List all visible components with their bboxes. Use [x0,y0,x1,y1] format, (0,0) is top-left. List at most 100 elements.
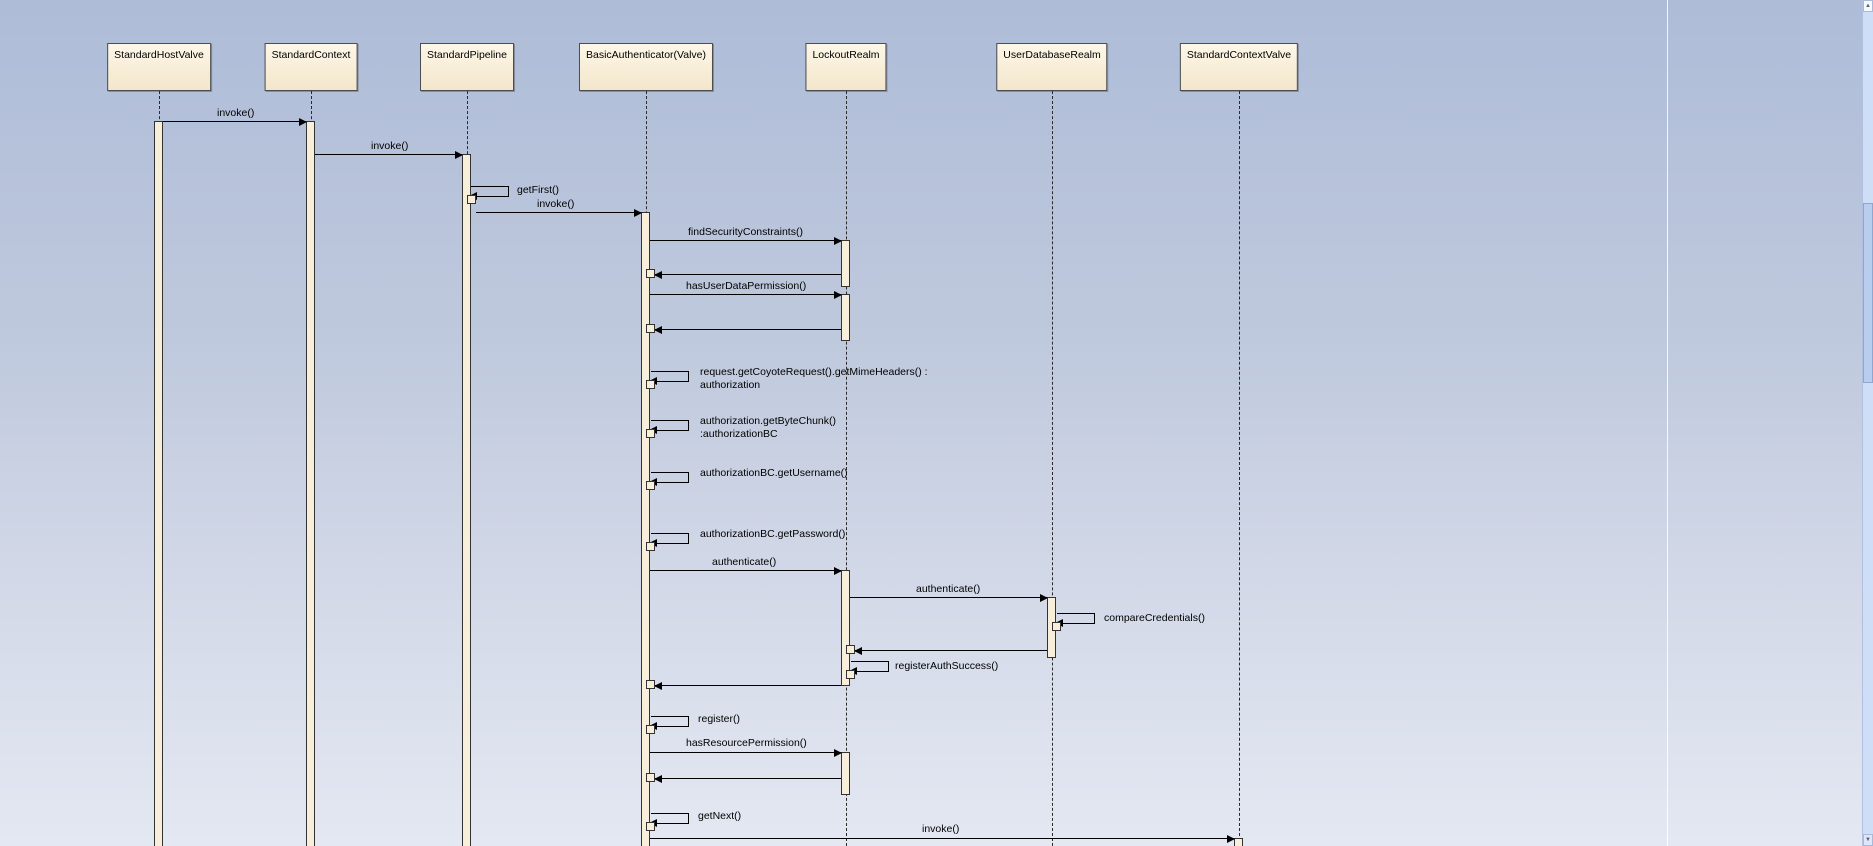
page-boundary-line [1667,0,1668,846]
activation-standard-host-valve[interactable] [154,121,163,846]
actor-standard-pipeline[interactable]: StandardPipeline [420,43,514,91]
message-label-getfirst[interactable]: getFirst() [517,184,559,196]
nested-activation-getmimeheaders[interactable] [646,380,655,389]
nested-activation-hasresource-return[interactable] [646,773,655,782]
self-message-getusername[interactable] [649,472,689,486]
message-label-invoke-pipeline-auth[interactable]: invoke() [537,198,575,210]
nested-activation-comparecredentials[interactable] [1052,622,1061,631]
activation-standard-pipeline[interactable] [462,154,471,846]
arrowhead-left-icon [654,682,662,690]
message-label-invoke-contextvalve[interactable]: invoke() [922,823,960,835]
nested-activation-findsecurity-return[interactable] [646,269,655,278]
message-arrow-authenticate-lockout[interactable] [650,567,842,575]
activation-basic-authenticator[interactable] [641,212,650,846]
vertical-scrollbar[interactable]: ▲ ▼ [1862,0,1873,846]
activation-standard-context[interactable] [306,121,315,846]
arrowhead-right-icon [834,237,842,245]
message-label-line: authorization.getByteChunk() [700,415,836,427]
message-arrow-hasresourcepermission[interactable] [650,749,842,757]
message-label-getbytechunk[interactable]: authorization.getByteChunk() :authorizat… [700,415,836,441]
scrollbar-thumb[interactable] [1863,203,1873,383]
message-label-hasresourcepermission[interactable]: hasResourcePermission() [686,737,807,749]
arrowhead-right-icon [834,291,842,299]
message-arrow-findsecurityconstraints[interactable] [650,237,842,245]
arrowhead-left-icon [654,775,662,783]
self-message-getpassword[interactable] [649,533,689,547]
self-message-getbytechunk[interactable] [649,420,689,434]
activation-lockout-authenticate[interactable] [841,570,850,686]
scroll-up-button[interactable]: ▲ [1863,0,1873,12]
nested-activation-hasuserdata-return[interactable] [646,324,655,333]
nested-activation-getnext[interactable] [646,822,655,831]
arrowhead-right-icon [299,118,307,126]
nested-activation-getfirst[interactable] [467,195,476,204]
arrowhead-right-icon [455,151,463,159]
message-arrow-invoke-context-pipeline[interactable] [315,151,463,159]
self-message-getfirst[interactable] [469,186,509,200]
self-message-registerauthsuccess[interactable] [849,661,889,675]
return-arrow-hasresourcepermission[interactable] [654,775,841,783]
actor-label: StandardHostValve [114,49,204,61]
message-arrow-invoke-pipeline-auth[interactable] [476,209,642,217]
return-arrow-authenticate-lockout[interactable] [654,682,841,690]
message-label-authenticate-lockout[interactable]: authenticate() [712,556,777,568]
activation-standard-context-valve[interactable] [1234,838,1243,846]
nested-activation-register[interactable] [646,725,655,734]
self-message-getnext[interactable] [649,813,689,827]
actor-lockout-realm[interactable]: LockoutRealm [805,43,887,91]
activation-lockout-hasuserdata[interactable] [841,294,850,341]
message-label-findsecurityconstraints[interactable]: findSecurityConstraints() [688,226,803,238]
scroll-down-button[interactable]: ▼ [1863,834,1873,846]
message-arrow-invoke-contextvalve[interactable] [650,835,1235,843]
nested-activation-getpassword[interactable] [646,542,655,551]
self-message-comparecredentials[interactable] [1055,613,1095,627]
message-label-getnext[interactable]: getNext() [698,810,742,822]
arrowhead-right-icon [834,567,842,575]
actor-user-database-realm[interactable]: UserDatabaseRealm [996,43,1108,91]
up-arrow-icon: ▲ [1865,3,1871,9]
actor-label: StandardContext [271,49,351,61]
message-label-getmimeheaders[interactable]: request.getCoyoteRequest().getMimeHeader… [700,366,928,392]
nested-activation-lockout-return[interactable] [646,680,655,689]
message-arrow-hasuserdatapermission[interactable] [650,291,842,299]
self-message-register[interactable] [649,716,689,730]
arrowhead-right-icon [1040,594,1048,602]
message-label-registerauthsuccess[interactable]: registerAuthSuccess() [895,660,999,672]
actor-standard-context[interactable]: StandardContext [264,43,358,91]
message-label-invoke-context-pipeline[interactable]: invoke() [371,140,409,152]
message-label-invoke-host-context[interactable]: invoke() [217,107,255,119]
actor-label: StandardPipeline [427,49,507,61]
message-label-getpassword[interactable]: authorizationBC.getPassword() [700,528,846,540]
return-arrow-findsecurityconstraints[interactable] [654,271,841,279]
down-arrow-icon: ▼ [1865,837,1871,843]
actor-label: UserDatabaseRealm [1003,49,1101,61]
activation-lockout-findsecurity[interactable] [841,240,850,287]
message-arrow-invoke-host-context[interactable] [163,118,307,126]
nested-activation-getusername[interactable] [646,481,655,490]
nested-activation-authenticate-return[interactable] [846,645,855,654]
self-message-getmimeheaders[interactable] [649,371,689,385]
lifeline-standard-context-valve [1239,91,1240,846]
message-label-getusername[interactable]: authorizationBC.getUsername() [700,467,848,479]
message-label-hasuserdatapermission[interactable]: hasUserDataPermission() [686,280,807,292]
message-label-authenticate-userdb[interactable]: authenticate() [916,583,981,595]
actor-basic-authenticator[interactable]: BasicAuthenticator(Valve) [578,43,714,91]
lifeline-user-database-realm [1052,91,1053,846]
actor-label: LockoutRealm [812,49,880,61]
message-label-register[interactable]: register() [698,713,741,725]
actor-standard-context-valve[interactable]: StandardContextValve [1179,43,1299,91]
arrowhead-right-icon [634,209,642,217]
return-arrow-authenticate-userdb[interactable] [854,647,1047,655]
actor-standard-host-valve[interactable]: StandardHostValve [107,43,211,91]
nested-activation-getbytechunk[interactable] [646,429,655,438]
arrowhead-left-icon [854,647,862,655]
actor-label: StandardContextValve [1186,49,1292,61]
activation-lockout-hasresource[interactable] [841,752,850,795]
lifeline-lockout-realm [846,91,847,846]
message-arrow-authenticate-userdb[interactable] [850,594,1048,602]
arrowhead-left-icon [654,326,662,334]
return-arrow-hasuserdatapermission[interactable] [654,326,841,334]
message-label-comparecredentials[interactable]: compareCredentials() [1104,612,1205,624]
nested-activation-registerauthsuccess[interactable] [846,670,855,679]
